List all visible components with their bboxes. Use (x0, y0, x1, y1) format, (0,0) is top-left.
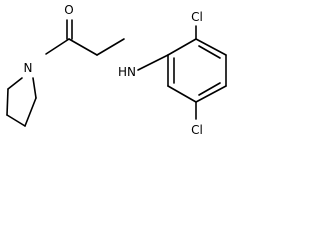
bond-ring-4 (195, 85, 227, 103)
bond-pyr-3 (6, 114, 26, 127)
nitrogen-label: N (24, 61, 33, 75)
bond-nh-ring (137, 54, 169, 71)
chlorine-bottom-label: Cl (191, 123, 203, 137)
bond-pyr-4 (6, 88, 9, 116)
amine-label: HN (118, 65, 136, 79)
bond-ring-inner-2 (198, 82, 221, 96)
bond-ch2-nh (96, 38, 125, 56)
structure-canvas: O N HN Cl Cl (6, 3, 227, 137)
oxygen-label: O (64, 3, 73, 17)
bond-pyr-2 (24, 97, 37, 127)
bond-ring-1 (167, 38, 197, 56)
bond-c-ch2 (68, 38, 98, 56)
chlorine-top-label: Cl (191, 10, 203, 24)
bond-ring-5 (167, 85, 197, 103)
bond-ring-2 (195, 38, 227, 56)
bond-c-n (45, 38, 70, 55)
bond-pyr-1 (32, 77, 37, 99)
bond-ring-inner-1 (198, 45, 221, 59)
bond-pyr-5 (7, 77, 23, 90)
molecule-drawing: O N HN Cl Cl (6, 3, 227, 137)
